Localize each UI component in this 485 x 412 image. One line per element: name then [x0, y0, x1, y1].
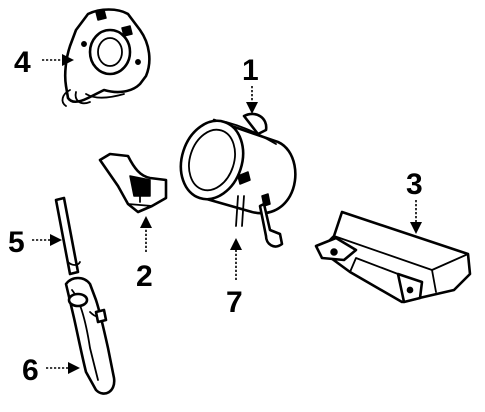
part-2-bracket [98, 152, 168, 214]
callout-labels: 1 2 3 4 5 6 7 [8, 46, 423, 387]
arrow-1 [246, 102, 258, 114]
part-3-channel [314, 210, 472, 304]
callout-6: 6 [22, 354, 39, 387]
part-1-housing [179, 112, 297, 248]
part-6-lever [64, 276, 116, 395]
callout-4: 4 [14, 46, 31, 79]
part-5-rod [54, 196, 81, 276]
callout-2: 2 [136, 260, 153, 293]
arrow-5 [50, 234, 62, 246]
arrow-4 [62, 54, 74, 66]
arrow-3 [410, 222, 422, 234]
leaders [32, 54, 422, 374]
arrow-2 [140, 216, 152, 228]
callout-1: 1 [242, 54, 259, 87]
callout-3: 3 [406, 168, 423, 201]
callout-5: 5 [8, 226, 25, 259]
part-4-bracket [61, 8, 151, 107]
callout-7: 7 [226, 286, 243, 319]
arrow-7 [230, 238, 242, 250]
arrow-6 [68, 362, 80, 374]
